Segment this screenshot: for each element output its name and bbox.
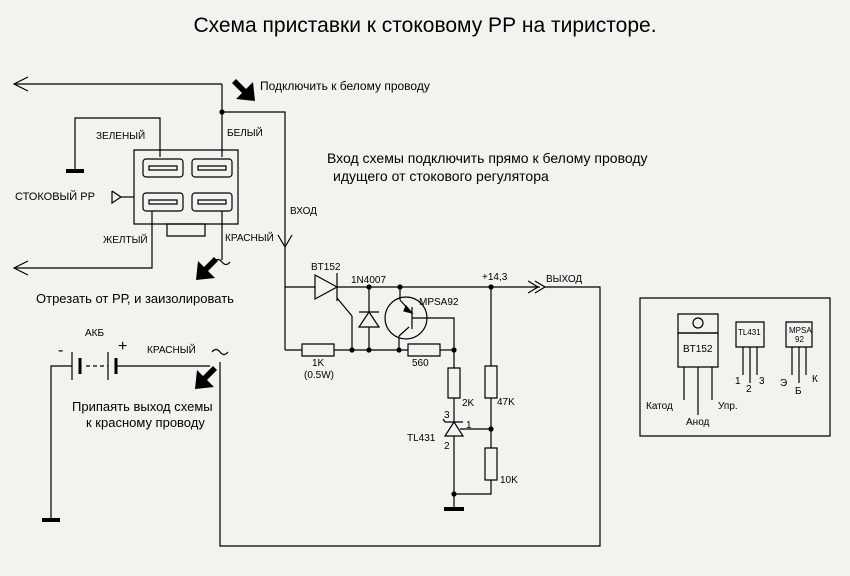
label-stock-rr: СТОКОВЫЙ РР [15,191,95,203]
label-tl431: TL431 [407,433,436,444]
label-r3: 2K [462,398,475,409]
pointer-arrow-cut [196,257,218,280]
resistor-47k [485,366,497,398]
label-tl-pin3: 3 [444,410,450,421]
label-input: ВХОД [290,206,317,217]
label-output: ВЫХОД [546,274,583,285]
label-r2: 560 [412,358,429,369]
pinout-box [640,298,830,436]
pinout-label-tl431: TL431 [738,328,761,337]
label-akb: АКБ [85,328,105,339]
thyristor-bt152 [314,273,352,350]
pinout-tl-pin1: 1 [735,376,741,387]
pinout-label-mpsa-1: MPSA [789,326,812,335]
label-bt152: BT152 [311,262,341,273]
pinout-label-anode: Анод [686,417,710,428]
resistor-2k [448,368,460,398]
resistor-1k [302,344,334,356]
diode-1n4007 [357,287,381,350]
resistor-10k [485,448,497,480]
green-wire [75,118,160,170]
pinout-label-cathode: Катод [646,401,673,412]
label-r4: 47K [497,397,515,408]
pinout-mpsa92 [786,322,812,383]
label-r1: 1K [312,358,325,369]
note-cut-insulate: Отрезать от РР, и заизолировать [36,291,234,306]
pinout-label-gate: Упр. [718,401,738,412]
pinout-mpsa-emitter: Э [780,378,788,389]
white-to-input-wire [222,112,285,245]
label-1n4007: 1N4007 [351,275,387,286]
pointer-arrow-solder [195,366,217,389]
label-plus: + [118,338,128,355]
label-r5: 10K [500,475,518,486]
note-solder-line1: Припаять выход схемы [72,399,213,414]
connector-block [134,150,238,236]
label-tl-pin1: 1 [466,420,472,431]
pointer-arrow-white [232,79,255,101]
tl431-regulator [443,419,491,494]
left-arrow-top [14,77,222,91]
note-input-line1: Вход схемы подключить прямо к белому про… [327,150,648,166]
label-red-connector: КРАСНЫЙ [225,233,274,244]
note-input-line2: идущего от стокового регулятора [333,168,549,184]
label-minus: - [58,342,64,359]
pinout-tl-pin2: 2 [746,384,752,395]
pinout-tl-pin3: 3 [759,376,765,387]
yellow-wire [14,211,152,268]
label-mpsa92: MPSA92 [419,297,459,308]
pinout-tl431 [736,322,764,383]
output-return-wire [220,287,600,546]
output-arrow [528,281,538,293]
junction-dot [220,110,224,114]
label-r1-power: (0.5W) [304,370,334,381]
label-tl-pin2: 2 [444,441,450,452]
resistor-560 [408,344,440,356]
pinout-bt152 [678,314,718,415]
label-white: БЕЛЫЙ [227,128,263,139]
label-green: ЗЕЛЕНЫЙ [96,131,146,142]
note-connect-white: Подключить к белому проводу [260,79,430,93]
cut-mark-battery [212,350,228,355]
label-yellow: ЖЕЛТЫЙ [103,235,148,246]
pinout-label-bt152: BT152 [683,344,713,355]
stock-rr-arrow [112,191,121,203]
pinout-label-mpsa-2: 92 [795,335,804,344]
pinout-mpsa-collector: К [812,374,818,385]
note-solder-line2: к красному проводу [86,415,205,430]
label-voltage: +14,3 [482,272,508,283]
pinout-mpsa-base: Б [795,386,802,397]
page-title: Схема приставки к стоковому РР на тирист… [193,14,657,37]
label-red-battery: КРАСНЫЙ [147,345,196,356]
battery-akb [42,352,210,520]
